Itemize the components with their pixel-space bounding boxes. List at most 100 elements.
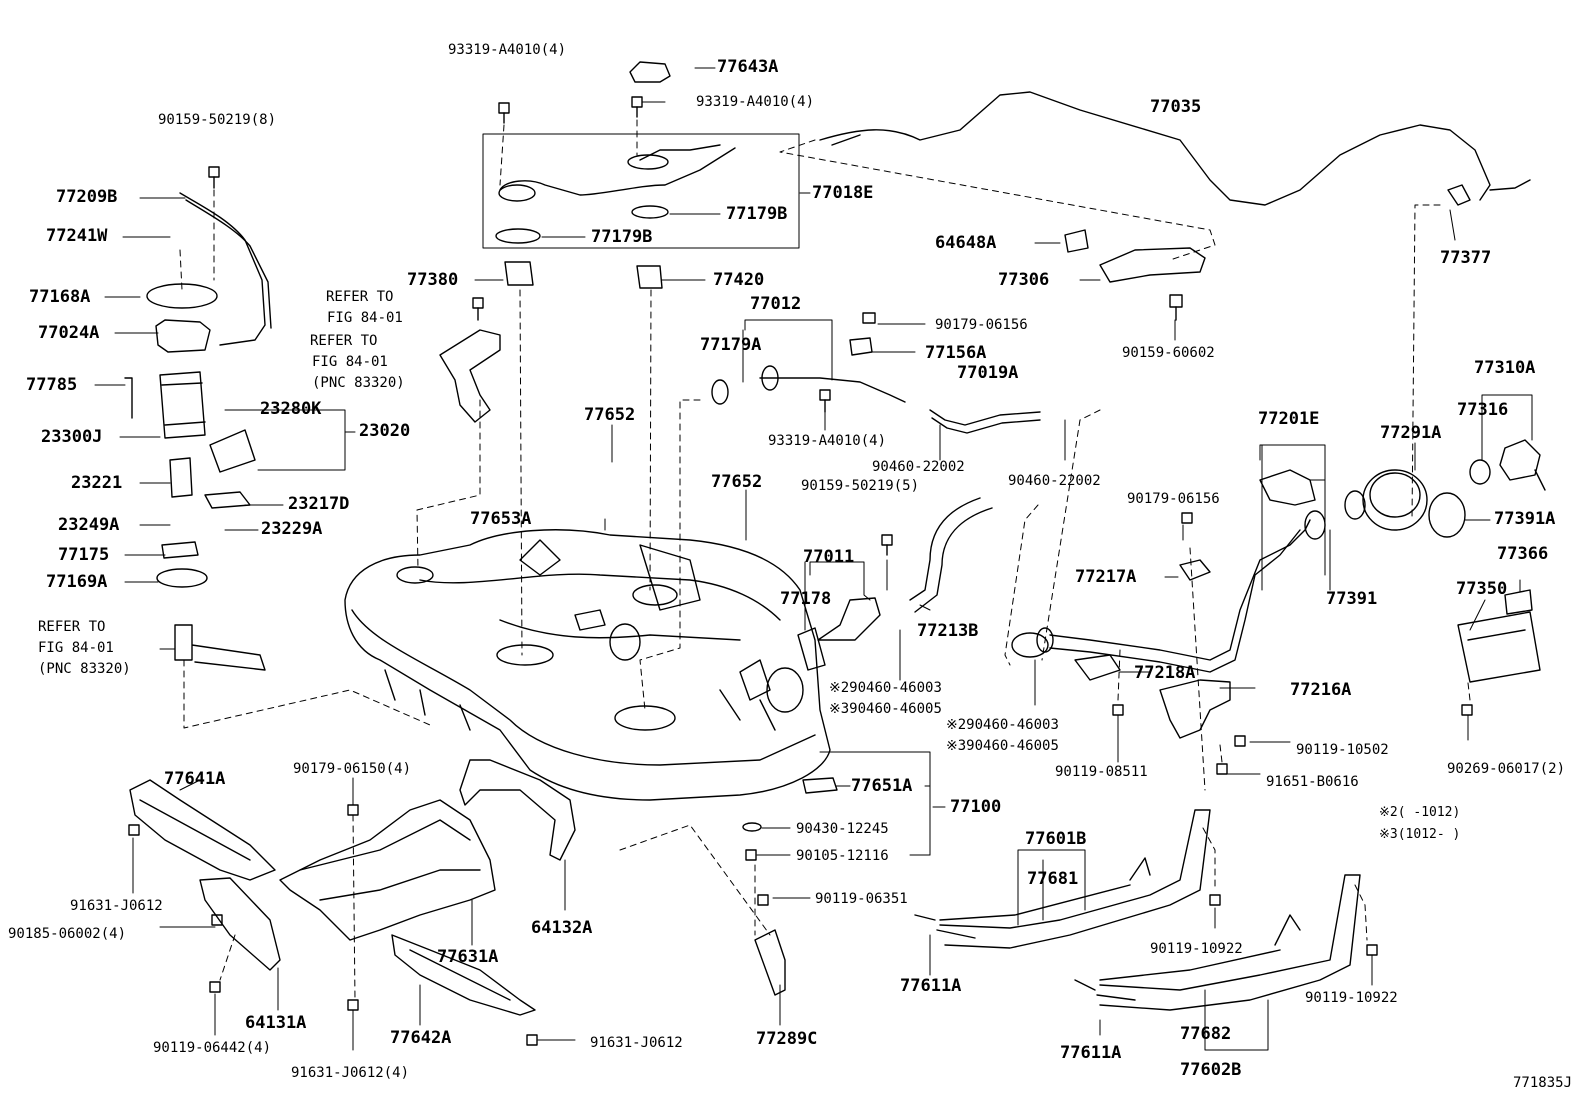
label-23280k: 23280K	[260, 399, 322, 419]
label-90179-06150: 90179-06150(4)	[293, 761, 412, 777]
label-90159-50219-5: 90159-50219(5)	[801, 478, 920, 494]
label-64648a: 64648A	[935, 233, 997, 253]
label-77310a: 77310A	[1474, 358, 1536, 378]
label-91631-j0612-4: 91631-J0612(4)	[291, 1065, 410, 1081]
label-390460-46005-right: ※390460-46005	[946, 738, 1059, 754]
label-90119-10922-left: 90119-10922	[1150, 941, 1243, 957]
label-77652-lower: 77652	[711, 472, 763, 492]
label-77217a: 77217A	[1075, 567, 1137, 587]
label-77316: 77316	[1457, 400, 1509, 420]
label-77218a: 77218A	[1134, 663, 1196, 683]
label-90159-50219-8: 90159-50219(8)	[158, 112, 277, 128]
label-77012: 77012	[750, 294, 802, 314]
label-91631-j0612-right: 91631-J0612	[590, 1035, 683, 1051]
label-90119-10922-right: 90119-10922	[1305, 990, 1398, 1006]
label-23229a: 23229A	[261, 519, 323, 539]
label-90460-22002-left: 90460-22002	[872, 459, 965, 475]
filler-neck	[1011, 184, 1546, 739]
label-77631a: 77631A	[437, 947, 499, 967]
label-77213b: 77213B	[917, 621, 979, 641]
note-3: ※3(1012- )	[1379, 827, 1461, 842]
label-77289c: 77289C	[756, 1029, 818, 1049]
label-77652-upper: 77652	[584, 405, 636, 425]
tank-protectors	[129, 759, 576, 1016]
label-refer-to-mid2: REFER TO	[310, 333, 378, 349]
label-77377: 77377	[1440, 248, 1492, 268]
leader-lines	[94, 67, 1533, 1051]
label-77682: 77682	[1180, 1024, 1232, 1044]
label-77643a: 77643A	[717, 57, 779, 77]
label-77611a-lower: 77611A	[1060, 1043, 1122, 1063]
label-77611a-upper: 77611A	[900, 976, 962, 996]
label-77291a: 77291A	[1380, 423, 1442, 443]
label-77169a: 77169A	[46, 572, 108, 592]
label-23020: 23020	[359, 421, 411, 441]
label-90179-06156-right: 90179-06156	[1127, 491, 1220, 507]
label-77018e: 77018E	[812, 183, 874, 203]
label-77241w: 77241W	[46, 226, 108, 246]
opener-cable	[819, 91, 1531, 206]
label-77011: 77011	[803, 547, 855, 567]
label-93319-a4010-upper: 93319-A4010(4)	[696, 94, 815, 110]
fastener-icons	[128, 96, 1473, 1046]
label-90119-10502: 90119-10502	[1296, 742, 1389, 758]
label-64132a: 64132A	[531, 918, 593, 938]
label-77179b-upper: 77179B	[726, 204, 788, 224]
label-90119-06351: 90119-06351	[815, 891, 908, 907]
label-91631-j0612-left: 91631-J0612	[70, 898, 163, 914]
label-refer-to-mid1: REFER TO	[326, 289, 394, 305]
label-23300j: 23300J	[41, 427, 103, 447]
label-77681: 77681	[1027, 869, 1079, 889]
label-77306: 77306	[998, 270, 1050, 290]
label-90179-06156-top: 90179-06156	[935, 317, 1028, 333]
label-pnc-83320-left: (PNC 83320)	[38, 661, 131, 677]
sender-gauge	[482, 61, 800, 289]
label-77179b-lower: 77179B	[591, 227, 653, 247]
label-fig-84-01-mid2: FIG 84-01	[312, 354, 388, 370]
note-2: ※2( -1012)	[1379, 805, 1461, 820]
label-77209b: 77209B	[56, 187, 118, 207]
label-77019a: 77019A	[957, 363, 1019, 383]
label-23221: 23221	[71, 473, 123, 493]
label-90460-22002-right: 90460-22002	[1008, 473, 1101, 489]
label-90159-60602: 90159-60602	[1122, 345, 1215, 361]
label-77391: 77391	[1326, 589, 1378, 609]
diagram-code: 771835J	[1513, 1075, 1573, 1091]
label-23217d: 23217D	[288, 494, 350, 514]
label-refer-to-left: REFER TO	[38, 619, 106, 635]
label-90105-12116: 90105-12116	[796, 848, 889, 864]
label-77785: 77785	[26, 375, 78, 395]
label-77391a: 77391A	[1494, 509, 1556, 529]
label-91651-b0616: 91651-B0616	[1266, 774, 1359, 790]
dashed-guides	[179, 119, 1471, 1001]
tank-bands	[754, 809, 1361, 1011]
label-77350: 77350	[1456, 579, 1508, 599]
fuel-pump-assembly	[124, 192, 272, 671]
pump-bracket	[439, 329, 501, 423]
label-77100: 77100	[950, 797, 1002, 817]
label-290460-46003-right: ※290460-46003	[946, 717, 1059, 733]
label-93319-a4010-top: 93319-A4010(4)	[448, 42, 567, 58]
label-fig-84-01-mid1: FIG 84-01	[327, 310, 403, 326]
label-77156a: 77156A	[925, 343, 987, 363]
label-90269-06017: 90269-06017(2)	[1447, 761, 1566, 777]
label-77380: 77380	[407, 270, 459, 290]
label-93319-a4010-mid: 93319-A4010(4)	[768, 433, 887, 449]
label-90119-06442: 90119-06442(4)	[153, 1040, 272, 1056]
label-77642a: 77642A	[390, 1028, 452, 1048]
label-77602b: 77602B	[1180, 1060, 1242, 1080]
label-390460-46005-left: ※390460-46005	[829, 701, 942, 717]
label-77651a: 77651A	[851, 776, 913, 796]
label-90430-12245: 90430-12245	[796, 821, 889, 837]
label-77641a: 77641A	[164, 769, 226, 789]
label-77201e: 77201E	[1258, 409, 1320, 429]
label-77035: 77035	[1150, 97, 1202, 117]
label-23249a: 23249A	[58, 515, 120, 535]
label-90185-06002: 90185-06002(4)	[8, 926, 127, 942]
label-fig-84-01-left: FIG 84-01	[38, 640, 114, 656]
fuel-tank	[344, 529, 831, 801]
label-77601b: 77601B	[1025, 829, 1087, 849]
label-77216a: 77216A	[1290, 680, 1352, 700]
